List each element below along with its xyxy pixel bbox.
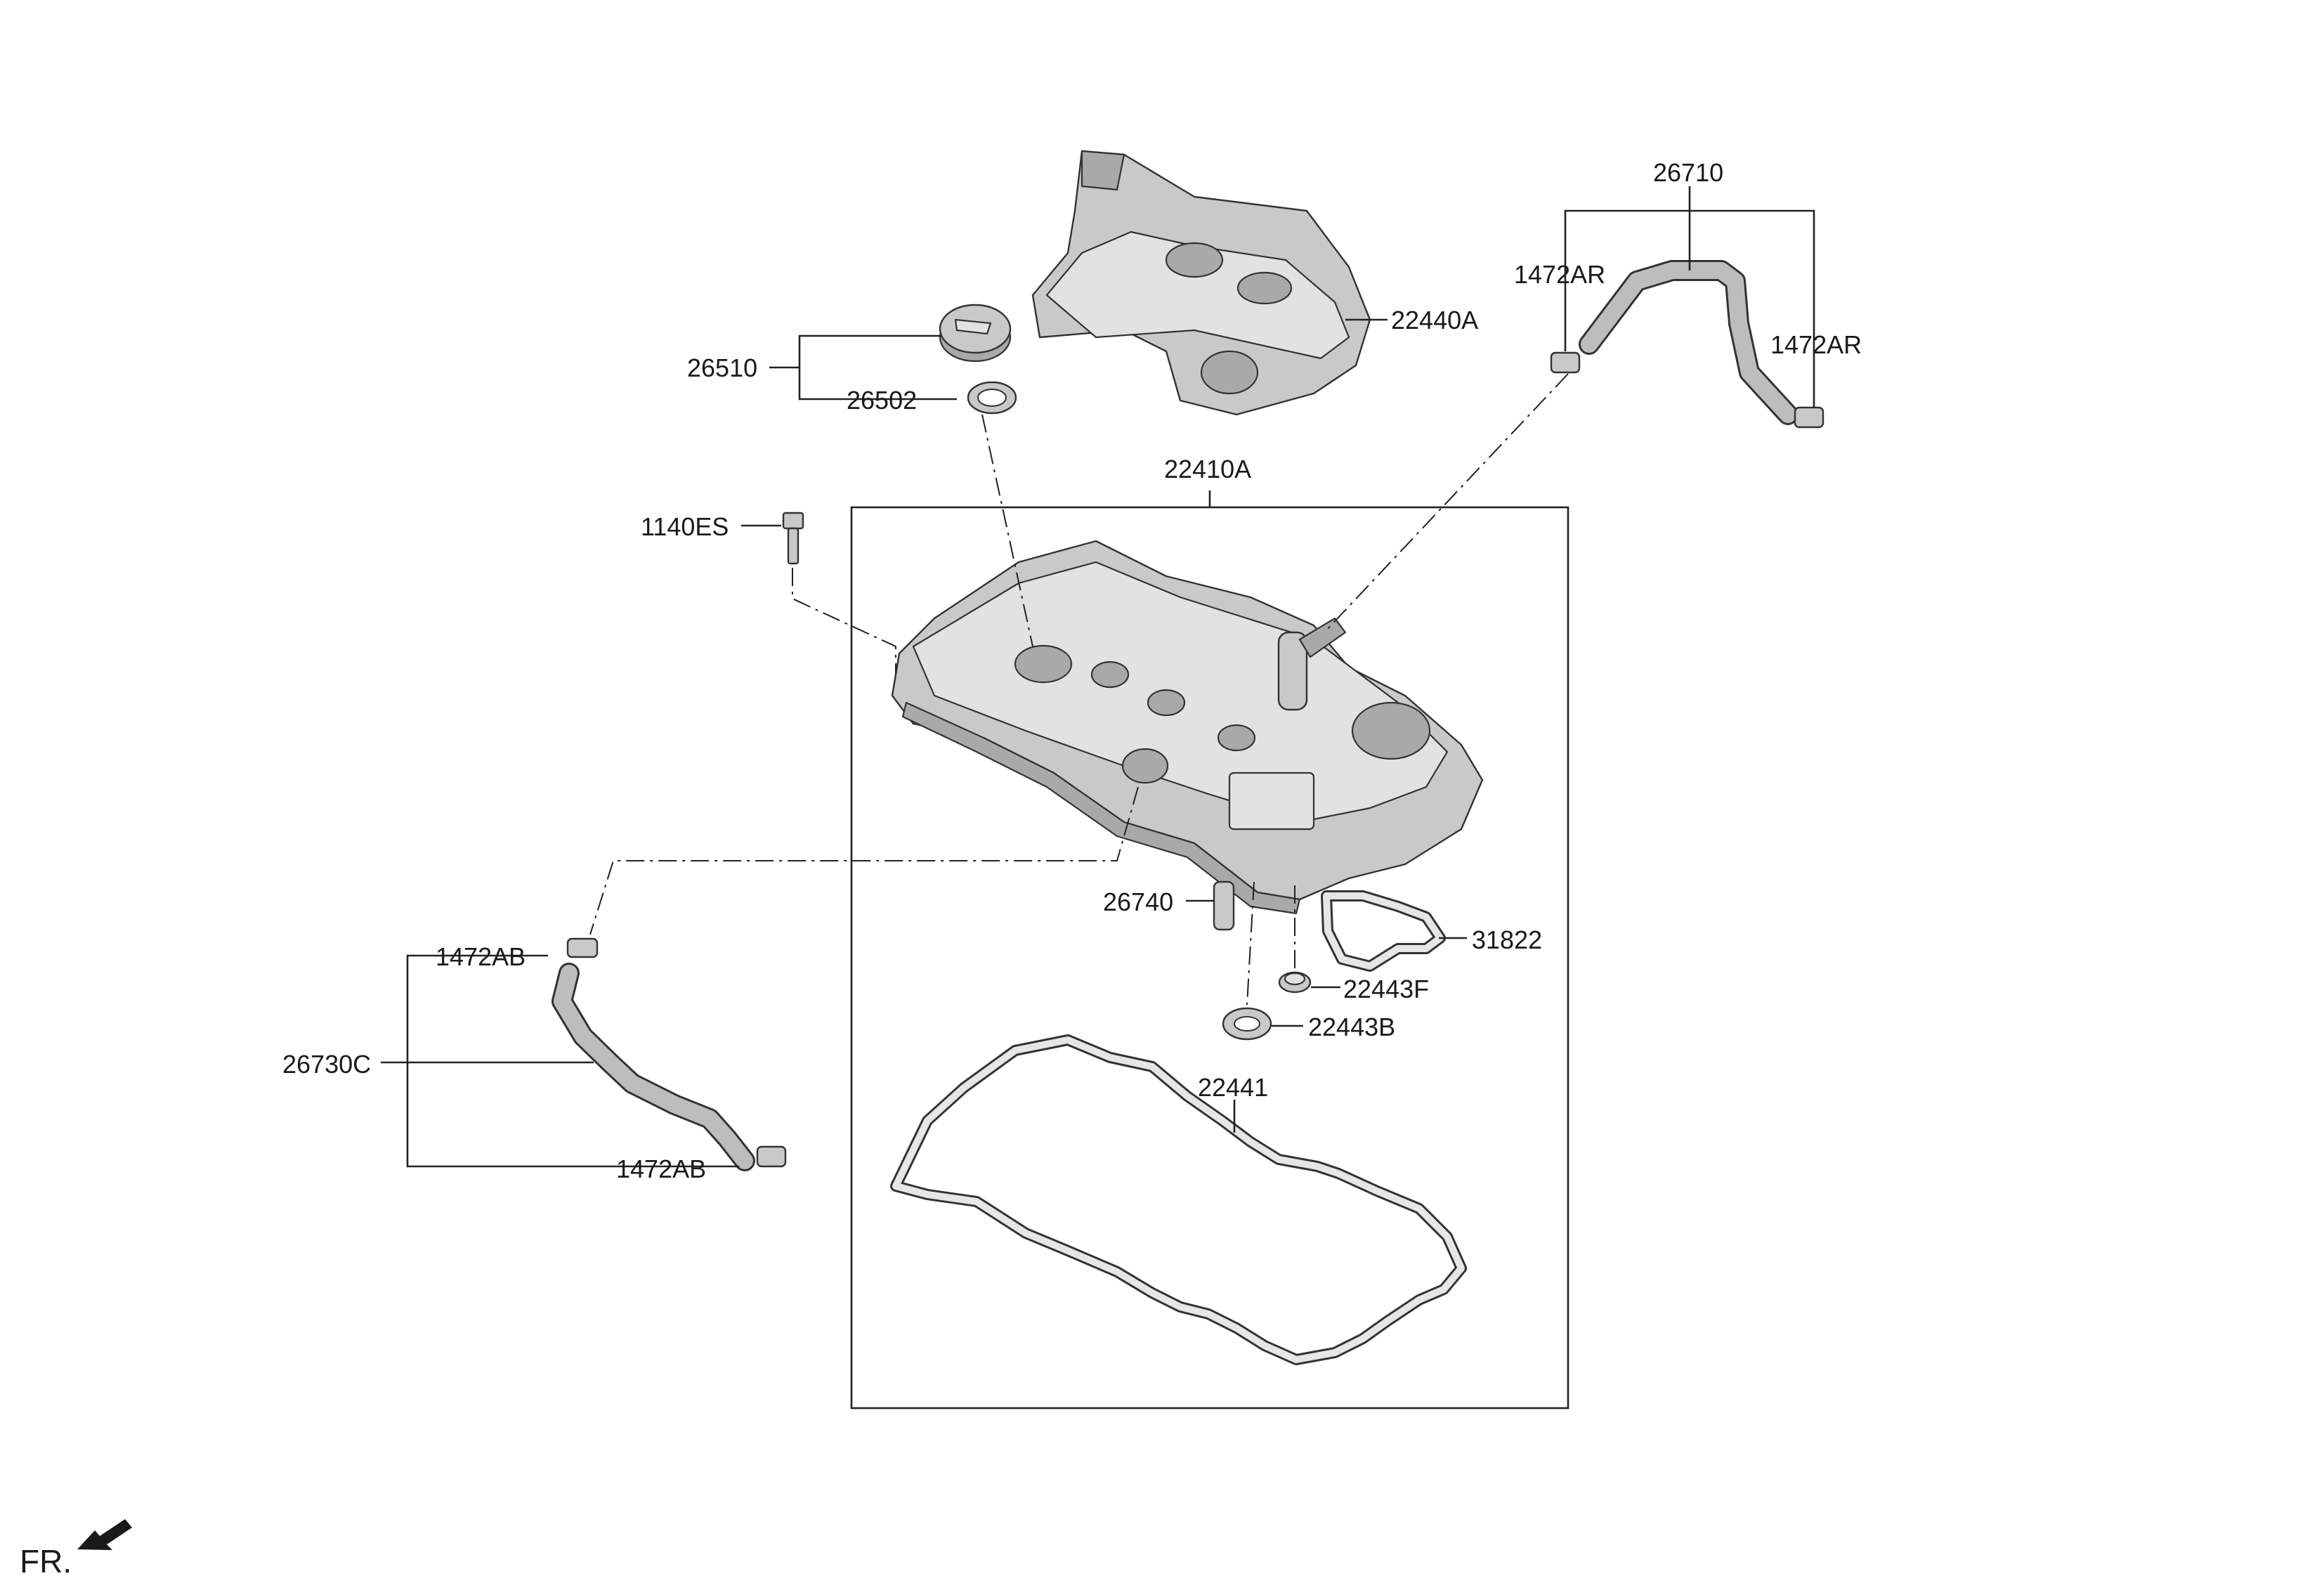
label-22443F: 22443F (1343, 975, 1429, 1003)
ref-line-cap (981, 414, 1033, 647)
hose-clamp-1472AR-left[interactable] (1550, 351, 1581, 374)
ref-line-bolt (792, 568, 896, 675)
head-cover-gasket-22441[interactable] (890, 1034, 1467, 1365)
bolt-1140ES[interactable] (782, 512, 804, 565)
pcv-valve-26740[interactable] (1213, 880, 1235, 931)
oil-filler-cap-26510[interactable] (939, 304, 1012, 363)
ref-line-breather (1324, 373, 1569, 633)
ref-line-vent (589, 786, 1139, 935)
label-22410A: 22410A (1164, 455, 1251, 483)
gasket-31822[interactable] (1321, 890, 1446, 972)
engine-cover-22440A[interactable] (1031, 150, 1371, 416)
seal-22443B[interactable] (1222, 1007, 1272, 1041)
label-26730C: 26730C (282, 1050, 371, 1079)
rocker-cover-22410A[interactable] (891, 540, 1484, 915)
label-26740: 26740 (1103, 887, 1173, 916)
label-26502: 26502 (847, 386, 917, 415)
front-indicator-label: FR. (20, 1543, 72, 1580)
breather-hose-26710[interactable] (1579, 260, 1799, 425)
label-26710: 26710 (1653, 158, 1723, 187)
hose-clamp-1472AB-top[interactable] (566, 937, 599, 958)
label-1472AR-left: 1472AR (1514, 260, 1605, 289)
ref-line-pcv (1246, 881, 1255, 1005)
label-22440A: 22440A (1391, 306, 1478, 334)
front-arrow-icon (77, 1519, 132, 1550)
label-22443B: 22443B (1308, 1013, 1395, 1041)
hose-clamp-1472AB-bottom[interactable] (756, 1145, 787, 1168)
label-1140ES: 1140ES (641, 512, 729, 541)
label-1472AB-bottom: 1472AB (616, 1154, 706, 1183)
label-31822: 31822 (1472, 925, 1542, 954)
washer-22443F[interactable] (1278, 971, 1312, 994)
ventilation-hose-26730C[interactable] (551, 963, 755, 1171)
label-26510: 26510 (687, 353, 757, 382)
label-22441: 22441 (1198, 1073, 1268, 1102)
label-1472AR-right: 1472AR (1770, 330, 1862, 359)
label-1472AB-top: 1472AB (436, 942, 525, 971)
cap-seal-26502[interactable] (967, 381, 1017, 415)
hose-clamp-1472AR-right[interactable] (1794, 406, 1824, 429)
